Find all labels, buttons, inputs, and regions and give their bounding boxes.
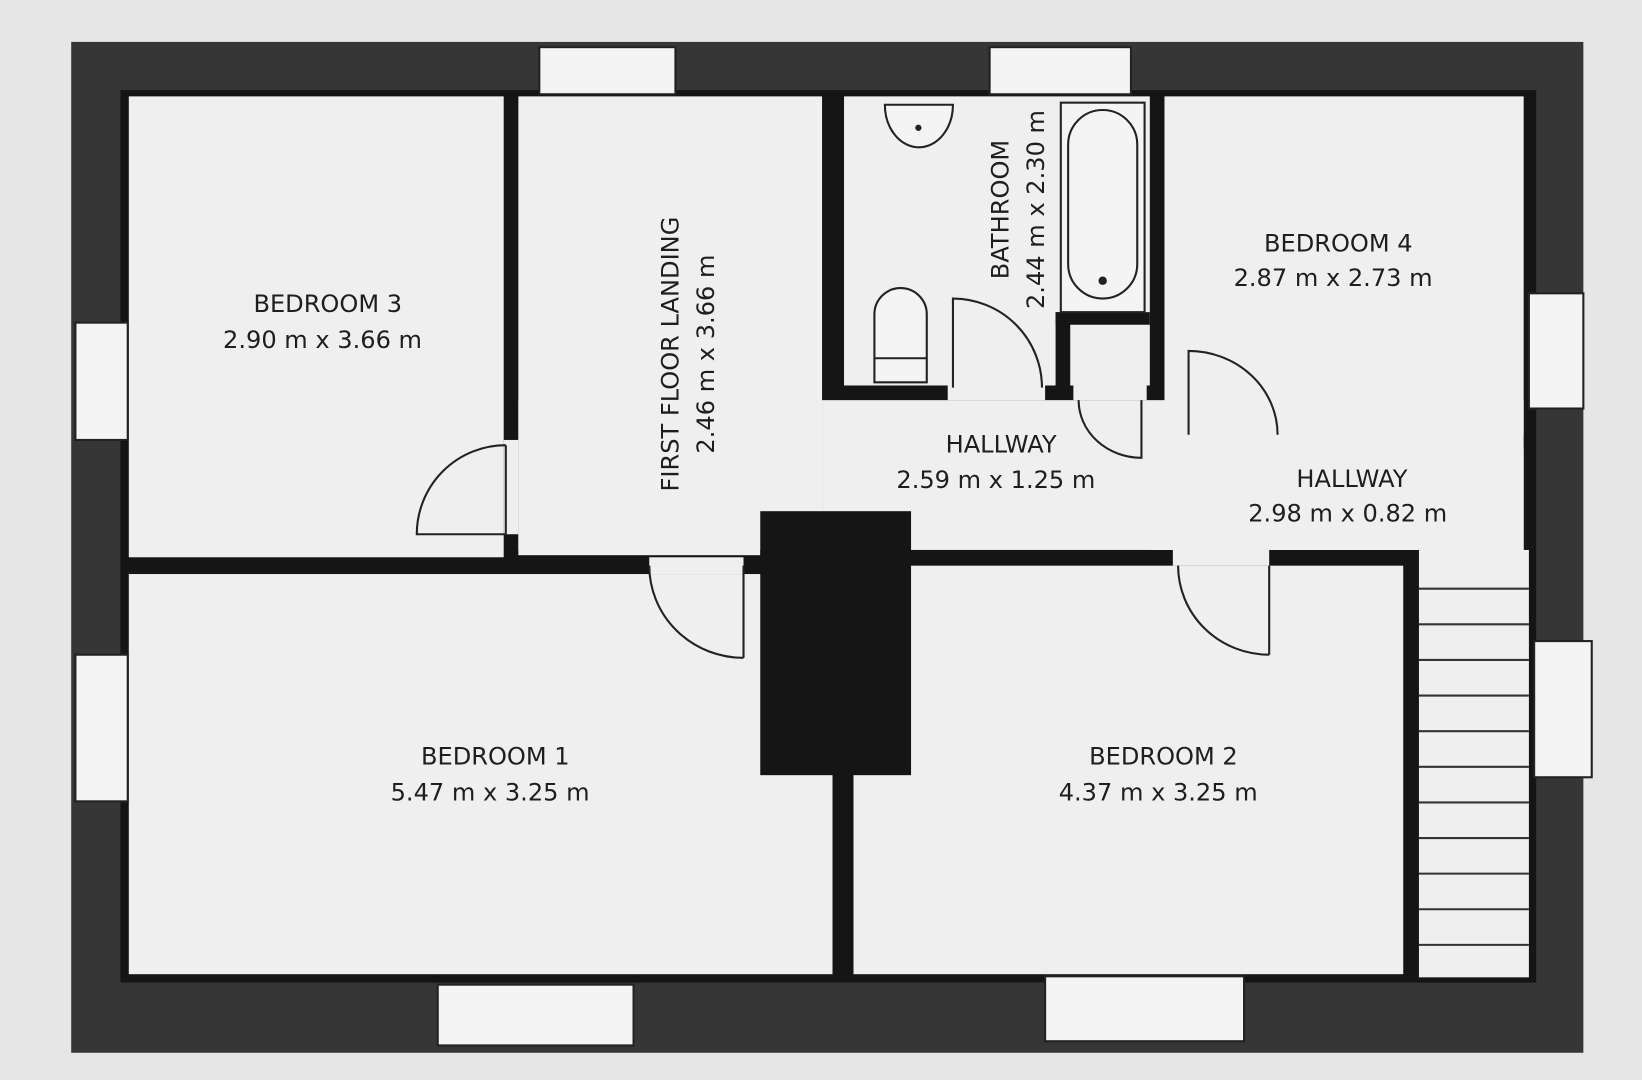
window bbox=[74, 321, 129, 442]
room-name: HALLWAY bbox=[946, 431, 1057, 459]
room-landing-lower bbox=[518, 400, 761, 556]
room-bedroom-4 bbox=[1164, 96, 1524, 435]
room-name: BEDROOM 3 bbox=[253, 290, 402, 318]
sink-icon bbox=[883, 103, 954, 149]
door-bedroom-2[interactable] bbox=[1177, 565, 1271, 656]
window bbox=[1533, 640, 1593, 779]
bath-icon bbox=[1059, 101, 1146, 314]
window bbox=[74, 653, 129, 803]
room-dimensions: 2.46 m x 3.66 m bbox=[692, 255, 720, 454]
room-bedroom-3 bbox=[128, 96, 504, 558]
room-hallway-2 bbox=[1149, 448, 1524, 550]
room-dimensions: 2.44 m x 2.30 m bbox=[1022, 110, 1050, 309]
room-name: FIRST FLOOR LANDING bbox=[657, 217, 685, 492]
room-dimensions: 2.87 m x 2.73 m bbox=[1234, 264, 1433, 292]
door-bathroom[interactable] bbox=[951, 297, 1044, 388]
window bbox=[538, 46, 677, 96]
room-name: BEDROOM 1 bbox=[421, 743, 570, 771]
wall-bed1-bed2 bbox=[832, 775, 854, 975]
room-dimensions: 5.47 m x 3.25 m bbox=[391, 778, 590, 806]
chimney-breast bbox=[760, 511, 912, 776]
window bbox=[988, 46, 1133, 96]
door-cupboard[interactable] bbox=[1077, 400, 1143, 459]
room-name: BATHROOM bbox=[986, 140, 1014, 279]
room-bedroom-1 bbox=[128, 574, 833, 975]
room-name: HALLWAY bbox=[1296, 465, 1407, 493]
door-bedroom-1[interactable] bbox=[648, 565, 745, 659]
room-bedroom-2 bbox=[853, 565, 1404, 975]
room-dimensions: 2.90 m x 3.66 m bbox=[223, 326, 422, 354]
room-name: BEDROOM 2 bbox=[1089, 743, 1238, 771]
bathroom-cupboard-wall bbox=[1055, 312, 1071, 386]
room-name: BEDROOM 4 bbox=[1264, 229, 1413, 257]
window bbox=[436, 983, 635, 1047]
stairs bbox=[1418, 549, 1529, 978]
room-dimensions: 4.37 m x 3.25 m bbox=[1059, 778, 1258, 806]
door-bedroom-3[interactable] bbox=[415, 444, 507, 536]
window bbox=[1527, 292, 1585, 410]
stair-treads bbox=[1418, 587, 1529, 946]
bathroom-cupboard-wall-top bbox=[1055, 312, 1150, 325]
toilet-icon bbox=[873, 287, 928, 384]
room-dimensions: 2.98 m x 0.82 m bbox=[1248, 500, 1447, 528]
room-dimensions: 2.59 m x 1.25 m bbox=[896, 466, 1095, 494]
window bbox=[1044, 975, 1246, 1043]
door-bedroom-4[interactable] bbox=[1187, 349, 1279, 435]
